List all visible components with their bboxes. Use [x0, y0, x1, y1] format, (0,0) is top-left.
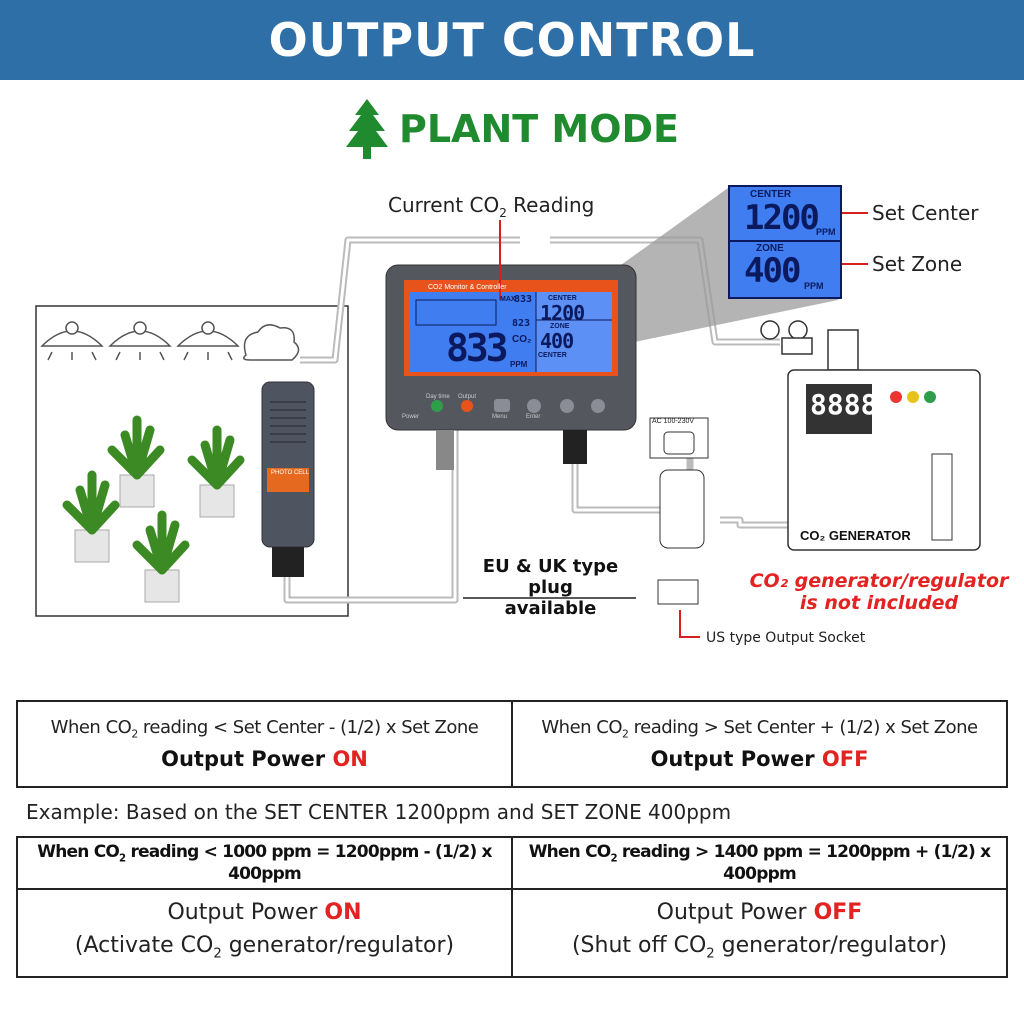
pine-tree-icon	[345, 99, 388, 159]
mode-title: PLANT MODE	[398, 107, 680, 151]
generator-label: CO₂ GENERATOR	[800, 528, 911, 543]
example-off-condition: When CO2 reading > 1400 ppm = 1200ppm + …	[511, 836, 1008, 890]
plant-icons	[62, 415, 245, 603]
example-off-result: Output Power OFF (Shut off CO2 generator…	[511, 888, 1008, 978]
lamp-icons	[40, 321, 240, 361]
output-plug	[659, 469, 705, 549]
output-rule-table: When CO2 reading < Set Center - (1/2) x …	[16, 700, 1008, 788]
example-on-condition: When CO2 reading < 1000 ppm = 1200ppm - …	[16, 836, 513, 890]
mode-heading: PLANT MODE	[0, 96, 1024, 162]
zoom-center-value: 1200	[744, 198, 820, 238]
example-on-result: Output Power ON (Activate CO2 generator/…	[16, 888, 513, 978]
state-on: ON	[332, 746, 368, 771]
example-table: When CO2 reading < 1000 ppm = 1200ppm - …	[16, 836, 1008, 978]
header-banner: OUTPUT CONTROL	[0, 0, 1024, 80]
cloud-icon	[243, 324, 300, 361]
monitor-brand: CO2 Monitor & Controller	[428, 284, 507, 291]
monitor-reading: 833	[446, 326, 509, 370]
set-center-label: Set Center	[872, 201, 979, 225]
generator-display: 8888	[810, 388, 878, 421]
plug-note: EU & UK type plug available	[482, 556, 619, 619]
monitor-buttons	[431, 399, 605, 413]
set-zone-label: Set Zone	[872, 252, 963, 276]
zoom-zone-value: 400	[744, 251, 801, 291]
page-title: OUTPUT CONTROL	[268, 13, 756, 67]
sensor-probe	[261, 381, 315, 577]
not-included-note: CO₂ generator/regulator is not included	[749, 570, 1009, 614]
state-off: OFF	[821, 746, 869, 771]
rule-on-cell: When CO2 reading < Set Center - (1/2) x …	[16, 700, 513, 788]
socket-voltage-label: AC 100-230V	[652, 418, 695, 425]
current-reading-label: Current CO2 Reading	[388, 193, 595, 220]
example-text: Example: Based on the SET CENTER 1200ppm…	[26, 800, 732, 824]
rule-off-cell: When CO2 reading > Set Center + (1/2) x …	[511, 700, 1008, 788]
us-socket-label: US type Output Socket	[706, 630, 866, 646]
sensor-label: PHOTO CELL	[271, 470, 309, 476]
zoomed-lcd: CENTER 1200 PPM ZONE 400 PPM	[728, 185, 842, 299]
